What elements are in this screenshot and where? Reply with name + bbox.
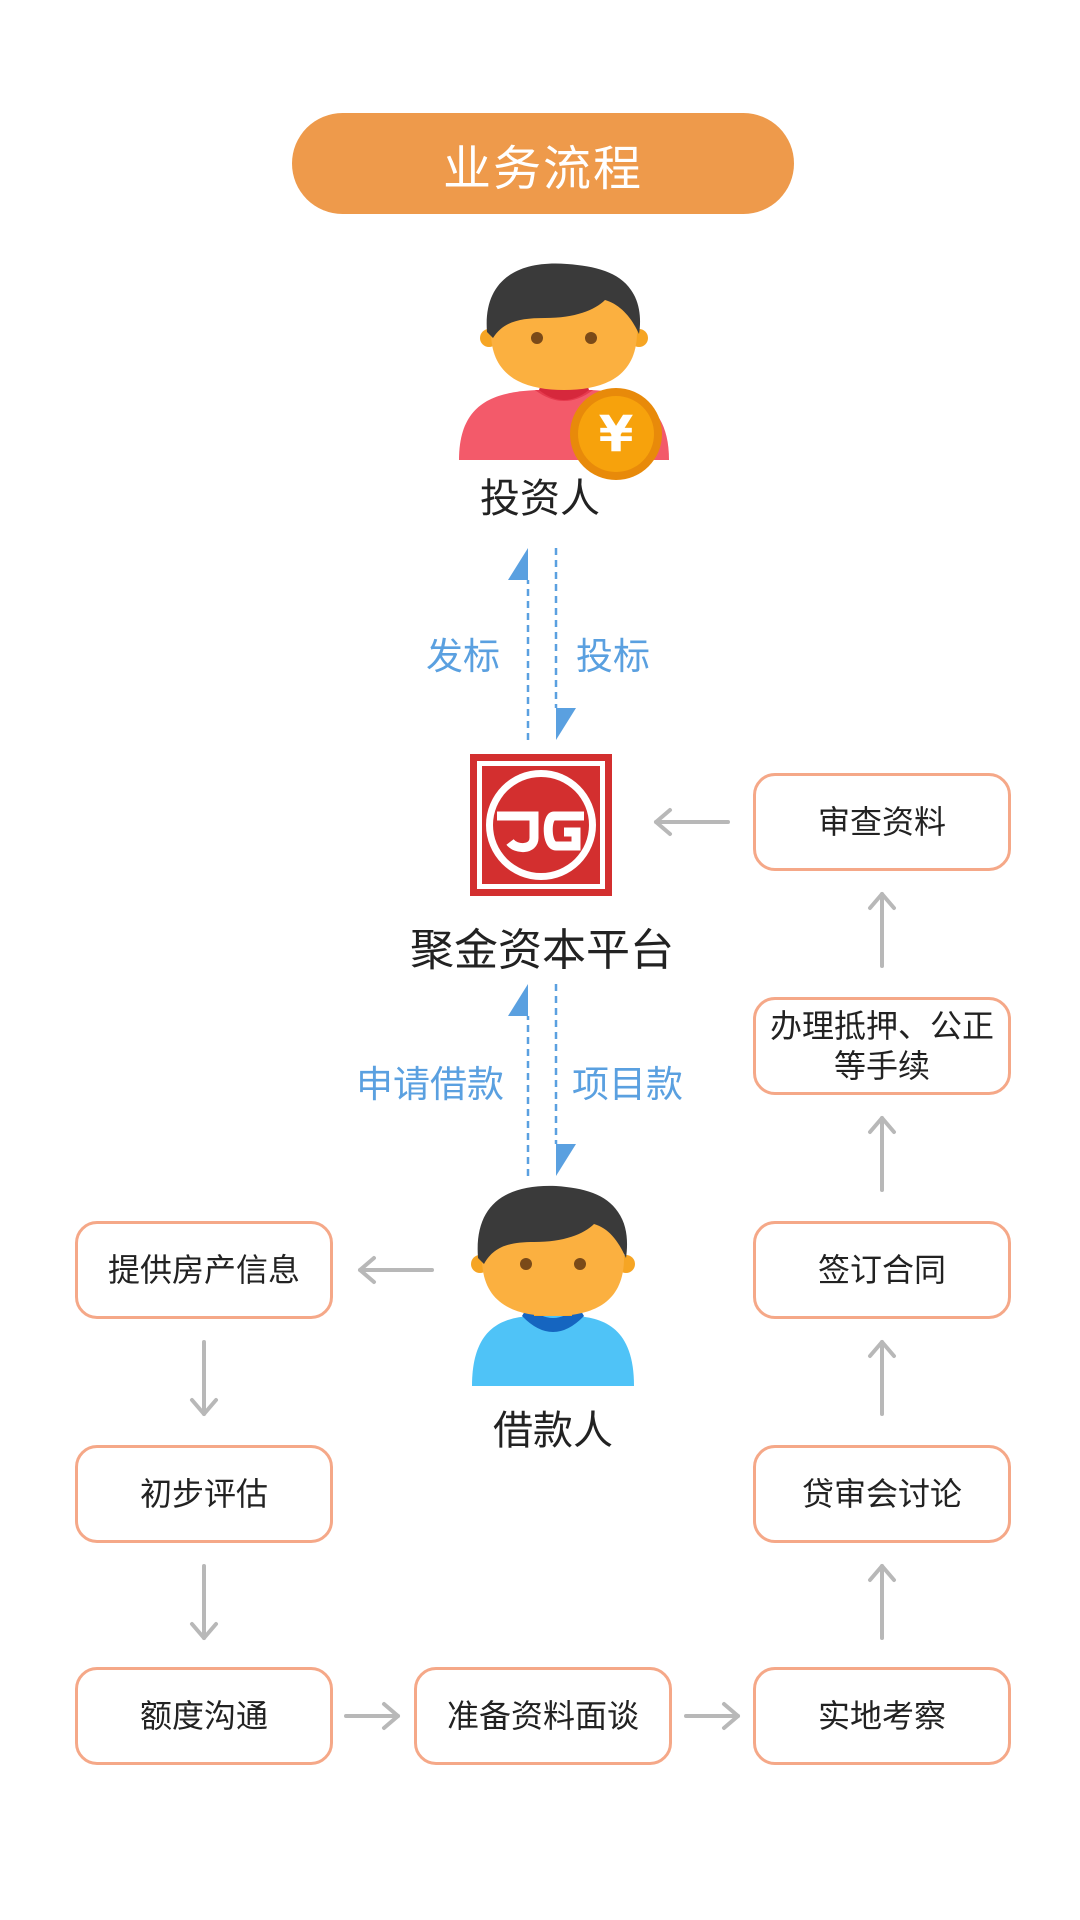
borrower-avatar-icon xyxy=(471,1185,635,1386)
gray-arrow-up-icon xyxy=(868,892,896,968)
step-credit-committee: 贷审会讨论 xyxy=(753,1445,1011,1543)
gray-arrow-left-icon xyxy=(358,1256,434,1284)
project-funds-arrow-icon xyxy=(554,984,576,1176)
step-site-inspection: 实地考察 xyxy=(753,1667,1011,1765)
investor-label: 投资人 xyxy=(480,476,600,522)
platform-label: 聚金资本平台 xyxy=(410,925,674,976)
title-banner: 业务流程 xyxy=(292,113,794,214)
gray-arrow-down-icon xyxy=(190,1564,218,1640)
step-review-documents: 审查资料 xyxy=(753,773,1011,871)
apply-loan-arrow-icon xyxy=(508,984,530,1176)
gray-arrow-right-icon xyxy=(344,1702,400,1730)
title-text: 业务流程 xyxy=(442,140,643,197)
invest-label: 投标 xyxy=(576,635,650,678)
step-preliminary-assessment: 初步评估 xyxy=(75,1445,333,1543)
gray-arrow-left-icon xyxy=(654,808,730,836)
gray-arrow-up-icon xyxy=(868,1116,896,1192)
borrower-label: 借款人 xyxy=(493,1408,613,1454)
publish-arrow-icon xyxy=(508,548,530,740)
apply-loan-label: 申请借款 xyxy=(356,1063,504,1106)
gray-arrow-down-icon xyxy=(190,1340,218,1416)
invest-arrow-icon xyxy=(554,548,576,740)
platform-logo-icon xyxy=(470,754,612,896)
step-provide-property-info: 提供房产信息 xyxy=(75,1221,333,1319)
step-mortgage-notarization: 办理抵押、公正 等手续 xyxy=(753,997,1011,1095)
investor-avatar-icon xyxy=(459,263,669,460)
step-quota-communication: 额度沟通 xyxy=(75,1667,333,1765)
coin-icon: ¥ xyxy=(570,388,662,480)
publish-label: 发标 xyxy=(426,635,500,678)
gray-arrow-up-icon xyxy=(868,1564,896,1640)
coin-symbol: ¥ xyxy=(599,405,634,463)
step-sign-contract: 签订合同 xyxy=(753,1221,1011,1319)
gray-arrow-right-icon xyxy=(684,1702,740,1730)
gray-arrow-up-icon xyxy=(868,1340,896,1416)
project-funds-label: 项目款 xyxy=(572,1063,683,1106)
step-prepare-documents-interview: 准备资料面谈 xyxy=(414,1667,672,1765)
